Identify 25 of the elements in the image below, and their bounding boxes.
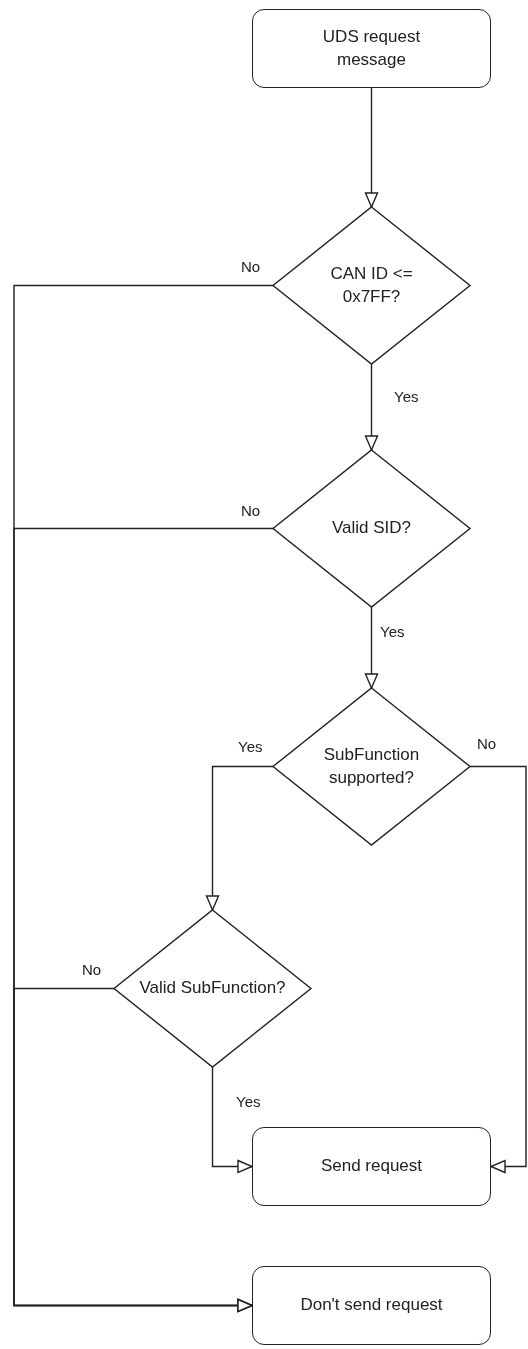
decision-text: SubFunction supported? (322, 744, 421, 789)
arrow (205, 765, 274, 911)
arrow (364, 606, 379, 689)
decision-text: CAN ID <= 0x7FF? (329, 263, 414, 308)
arrow (364, 363, 379, 451)
box-text: UDS request message (321, 26, 422, 71)
arrow (469, 765, 527, 1174)
edge-label: No (477, 735, 497, 753)
edge-label: Yes (238, 738, 263, 756)
box-text: Send request (320, 1155, 423, 1178)
edge-label: Yes (394, 388, 419, 406)
edge-label: Yes (236, 1093, 261, 1111)
edge-label: No (241, 258, 261, 276)
edge-label: No (82, 961, 102, 979)
arrow (13, 987, 253, 1313)
end-box (252, 1127, 491, 1206)
decision-text: Valid SID? (331, 517, 412, 540)
arrow (211, 1066, 253, 1174)
arrow (364, 87, 379, 208)
end-box (252, 1266, 491, 1345)
start-box (252, 9, 491, 88)
edge-label: No (241, 502, 261, 520)
box-text: Don't send request (300, 1294, 443, 1317)
edge-label: Yes (380, 623, 405, 641)
decision-text: Valid SubFunction? (139, 977, 286, 1000)
